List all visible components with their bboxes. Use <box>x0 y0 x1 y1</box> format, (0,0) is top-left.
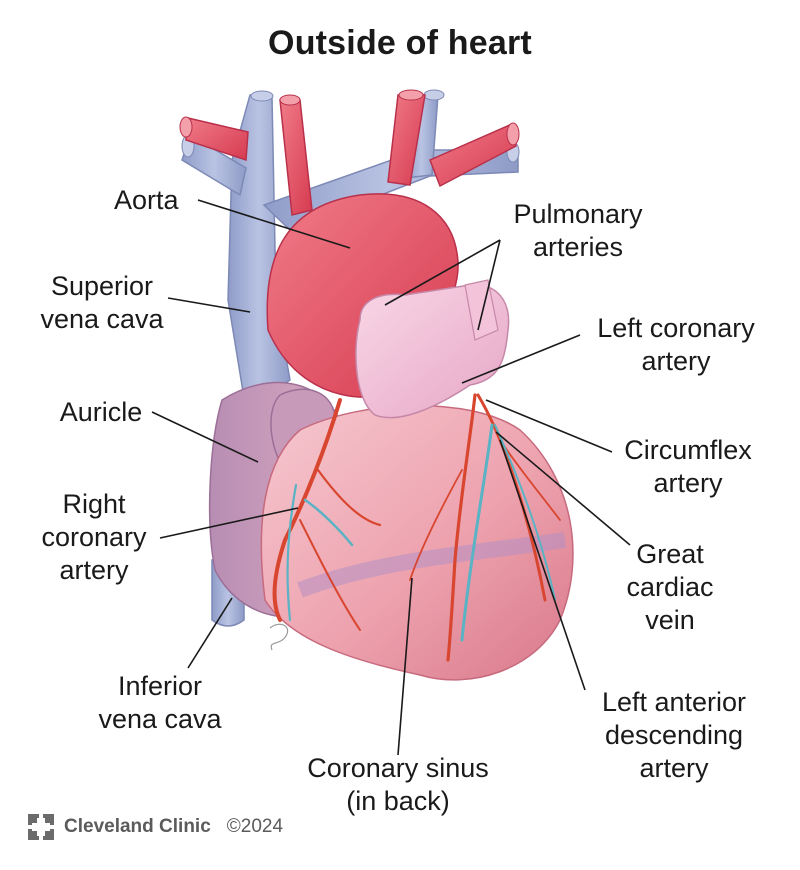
ventricles-shape <box>260 404 574 681</box>
left-coronary-leader <box>461 334 581 384</box>
label-superior-vena-cava: Superior vena cava <box>40 271 164 334</box>
label-auricle: Auricle <box>59 397 143 427</box>
auricle-leader <box>151 411 259 463</box>
aorta-shape <box>179 89 520 398</box>
label-pulmonary-arteries: Pulmonary arteries <box>513 199 643 262</box>
great-cardiac-vein-leader <box>495 431 631 546</box>
coronary-vessels <box>272 393 561 662</box>
pulmonary-artery-branch-shape <box>464 279 499 341</box>
artist-signature <box>269 623 289 651</box>
cleveland-clinic-cross-icon <box>28 814 54 840</box>
label-great-cardiac-vein: Great cardiac vein <box>626 539 714 635</box>
footer: Cleveland Clinic ©2024 <box>28 812 283 842</box>
footer-copyright: ©2024 <box>226 816 284 837</box>
label-coronary-sinus: Coronary sinus (in back) <box>307 753 489 816</box>
right-coronary-leader <box>159 507 299 539</box>
leader-lines <box>151 199 631 756</box>
label-inferior-vena-cava: Inferior vena cava <box>98 671 222 734</box>
label-aorta: Aorta <box>114 185 179 215</box>
label-circumflex-artery: Circumflex artery <box>624 435 752 498</box>
pulmonary-leader-2 <box>477 239 501 331</box>
lad-leader <box>499 439 586 691</box>
diagram-title: Outside of heart <box>268 24 532 62</box>
footer-brand: Cleveland Clinic <box>64 816 211 837</box>
pulmonary-leader-1 <box>384 239 501 306</box>
circumflex-leader <box>485 399 613 453</box>
superior-vena-cava-leader <box>167 297 251 313</box>
inferior-vena-cava-leader <box>187 597 233 669</box>
label-left-anterior-descending-artery: Left anterior descending artery <box>601 687 747 783</box>
label-right-coronary-artery: Right coronary artery <box>41 489 147 585</box>
aorta-leader <box>197 199 351 249</box>
label-left-coronary-artery: Left coronary artery <box>597 313 755 376</box>
coronary-sinus-leader <box>397 577 413 756</box>
